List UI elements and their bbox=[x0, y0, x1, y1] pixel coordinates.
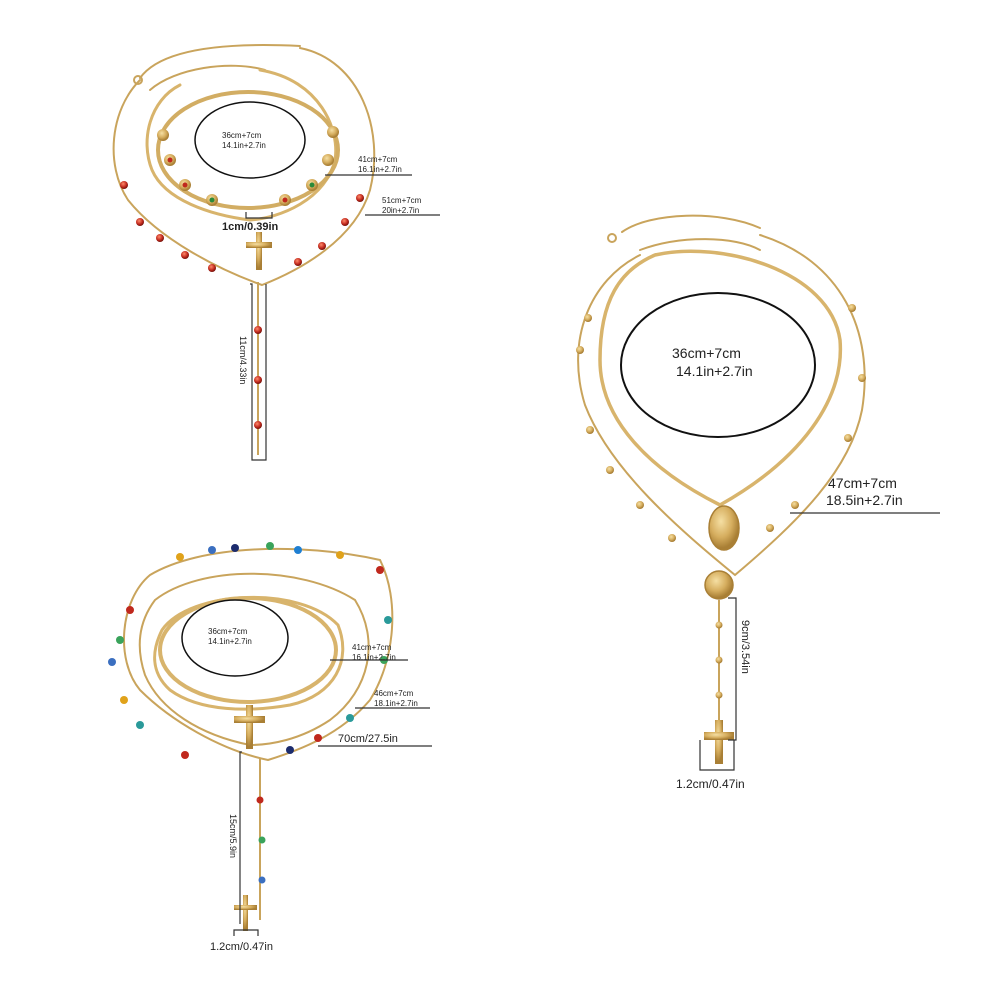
bead bbox=[258, 836, 266, 844]
size-ring bbox=[181, 599, 289, 677]
clasp-ring bbox=[133, 75, 143, 85]
size-ring bbox=[620, 292, 816, 438]
ring-text-in: 14.1in+2.7in bbox=[676, 363, 753, 379]
clasp-ring bbox=[607, 233, 617, 243]
extender-chain bbox=[639, 238, 761, 251]
drop-length-label: 15cm/5.9in bbox=[228, 814, 238, 858]
bead bbox=[258, 876, 266, 884]
strand-3-cm: 46cm+7cm bbox=[374, 689, 414, 698]
strand-2-in: 16.1in+2.7in bbox=[358, 165, 402, 174]
bead bbox=[256, 796, 264, 804]
ring-text-cm: 36cm+7cm bbox=[672, 345, 741, 361]
strand-2-in: 18.5in+2.7in bbox=[826, 492, 903, 508]
strand-2-in: 16.1in+2.7in bbox=[352, 653, 396, 662]
red-bead bbox=[254, 326, 262, 334]
ring-text-in: 14.1in+2.7in bbox=[222, 141, 266, 150]
drop-length-label: 11cm/4.33in bbox=[238, 336, 248, 384]
ring-text-in: 14.1in+2.7in bbox=[208, 637, 252, 646]
cross-pendant bbox=[234, 705, 265, 749]
strand-3-in: 18.1in+2.7in bbox=[374, 699, 418, 708]
red-bead bbox=[254, 376, 262, 384]
rosary-center bbox=[704, 570, 734, 600]
bottom-cross bbox=[234, 895, 257, 931]
strand-3-cm: 51cm+7cm bbox=[382, 196, 422, 205]
flower-charms bbox=[157, 126, 339, 206]
strand-middle bbox=[145, 68, 338, 222]
cross-width-bracket bbox=[233, 929, 259, 936]
red-beads bbox=[120, 181, 364, 272]
size-ring bbox=[194, 101, 306, 179]
strand-outer bbox=[112, 47, 376, 287]
ring-text-cm: 36cm+7cm bbox=[222, 131, 262, 140]
cross-pendant bbox=[704, 720, 734, 764]
ring-text-cm: 36cm+7cm bbox=[208, 627, 248, 636]
extender-chain bbox=[149, 64, 266, 91]
strand-second bbox=[138, 572, 370, 747]
extender-chain bbox=[621, 214, 761, 233]
drop-length-label: 9cm/3.54in bbox=[739, 620, 751, 674]
bead bbox=[715, 691, 723, 699]
cross-width-bracket bbox=[699, 740, 735, 771]
extender-chain bbox=[139, 44, 301, 79]
cross-width-label: 1.2cm/0.47in bbox=[676, 777, 745, 791]
choker-strand bbox=[156, 90, 340, 210]
strand-2-cm: 41cm+7cm bbox=[358, 155, 398, 164]
drop-length-bracket bbox=[239, 751, 242, 924]
cross-width-label: 1cm/0.39in bbox=[222, 221, 279, 233]
bead bbox=[715, 621, 723, 629]
strand-outer bbox=[577, 234, 866, 577]
cross-width-label: 1.2cm/0.47in bbox=[210, 941, 273, 953]
strand-3-in: 20in+2.7in bbox=[382, 206, 419, 215]
strand-2-cm: 47cm+7cm bbox=[828, 475, 897, 491]
medal-pendant bbox=[708, 505, 740, 551]
strand-2-cm: 41cm+7cm bbox=[352, 643, 392, 652]
bead bbox=[715, 656, 723, 664]
drop-length-bracket bbox=[250, 283, 267, 461]
gold-beads bbox=[576, 304, 866, 542]
strand-outer bbox=[123, 547, 394, 762]
drop-length-bracket bbox=[728, 597, 737, 741]
choker-strand bbox=[158, 596, 338, 704]
cross-width-bracket bbox=[245, 212, 273, 219]
panel-bottom-left: 36cm+7cm 14.1in+2.7in 15cm/5.9in 1.2cm/0… bbox=[108, 542, 432, 953]
red-bead bbox=[254, 421, 262, 429]
panel-right: 9cm/3.54in 1.2cm/0.47in 36cm+7cm 14.1in+… bbox=[576, 214, 940, 791]
strand-4-label: 70cm/27.5in bbox=[338, 733, 398, 745]
multicolor-beads bbox=[108, 542, 392, 759]
cross-pendant bbox=[246, 232, 272, 270]
strand-snake bbox=[598, 249, 843, 507]
panel-top-left: 36cm+7cm 14.1in+2.7in 1cm/0.39in 11cm/4.… bbox=[112, 44, 440, 461]
